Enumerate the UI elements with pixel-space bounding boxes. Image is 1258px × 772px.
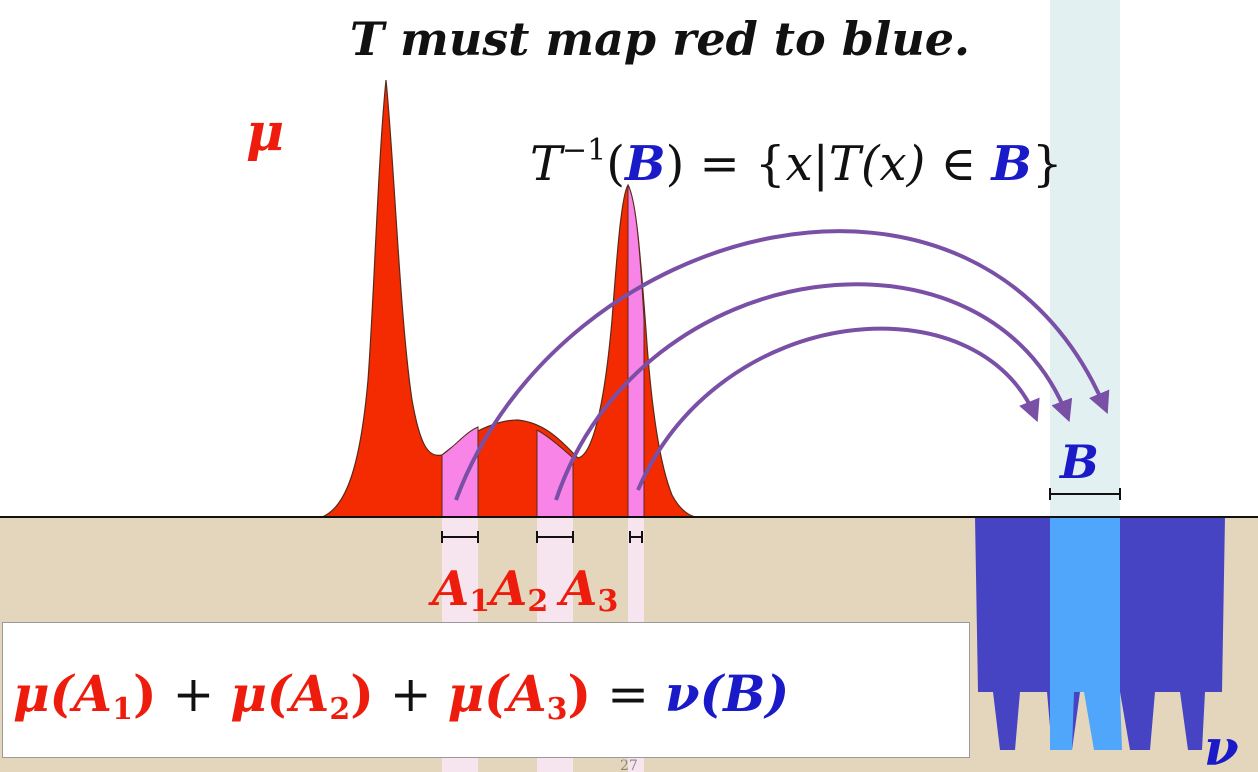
a3-region: [627, 184, 645, 518]
preimage-column: [1050, 0, 1120, 517]
interval-b: [1049, 488, 1121, 500]
arrow-a1-to-b: [454, 229, 1110, 501]
measure-equation: μ(A1) + μ(A2) + μ(A3) = ν(B): [13, 664, 789, 727]
equation-box: μ(A1) + μ(A2) + μ(A3) = ν(B): [2, 622, 970, 758]
headline: T must map red to blue.: [350, 12, 970, 66]
preimage-formula: T−1(B) = {x|T(x) ∈ B}: [530, 133, 1063, 192]
nu-label: ν: [1204, 718, 1239, 772]
a1-region: [441, 426, 479, 518]
nu-b-slice: [1050, 517, 1122, 750]
interval-a2: [536, 531, 574, 543]
mu-label: μ: [246, 102, 284, 163]
interval-a1: [441, 531, 479, 543]
arrow-a3-to-b: [636, 326, 1040, 491]
page-number: 27: [620, 758, 638, 772]
equation-svg: μ(A1) + μ(A2) + μ(A3) = ν(B): [13, 664, 789, 727]
b-label: B: [1058, 435, 1099, 489]
mu-density: [321, 79, 696, 518]
arrow-a2-to-b: [554, 282, 1073, 501]
interval-a3: [629, 531, 643, 543]
